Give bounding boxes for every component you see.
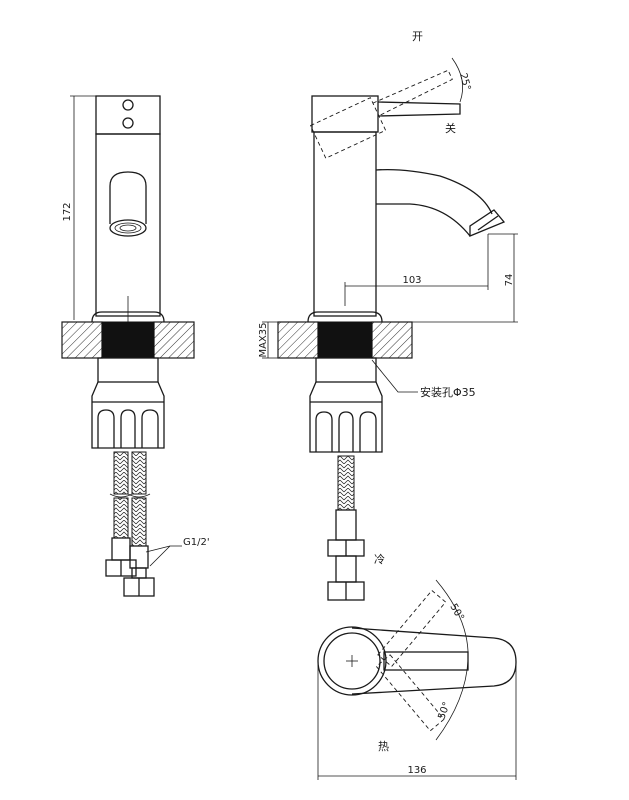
side-countertop-left [277,321,319,359]
side-mounting-nut [315,357,377,383]
side-fitting-upper [335,509,357,541]
side-fitting-lower [335,555,357,583]
hose-left-upper [113,451,129,495]
side-handle-block [311,95,379,133]
lever-cold-position [377,589,447,668]
front-view: 172 [61,95,210,597]
dim-74-label: 74 [504,274,515,287]
open-label: 开 [412,30,423,43]
hose-left-lower [113,497,129,539]
angle-arc-cold [435,579,469,661]
cold-label: 冷 [374,553,385,566]
close-label: 关 [445,121,456,135]
dim-103-label: 103 [402,275,421,286]
top-view: 冷 热 50° 50° 136 [317,553,517,780]
dim-136-label: 136 [407,765,426,776]
side-hose [337,455,355,511]
angle-arc-25 [451,57,464,103]
aerator [109,219,147,237]
side-base [307,311,383,323]
mounting-shank [101,321,155,359]
handle-open-position [309,69,453,159]
front-base [91,311,165,323]
side-shank [317,321,373,359]
angle-25-label: 25° [457,72,472,92]
angle-50-top-label: 50° [447,602,465,623]
dim-172-label: 172 [62,202,73,221]
thread-leader [149,545,182,567]
spout-upper [375,168,493,215]
lever-hot-position [375,654,445,732]
hot-label: 热 [378,740,389,753]
spout-outline [109,171,147,224]
hose-right-lower [131,497,147,547]
hose-right-upper [131,451,147,495]
thread-label: G1/2' [183,537,210,548]
countertop-right [153,321,195,359]
mounting-nut [97,357,159,383]
top-handle-circle [317,626,387,696]
angle-arc-hot [435,659,469,741]
spout-tip [469,209,506,237]
side-view: 25° 开 关 74 103 MAX35 安装孔Φ35 [258,30,518,601]
side-body [313,131,377,317]
side-countertop-right [371,321,413,359]
side-lever [377,101,461,117]
countertop-left [61,321,103,359]
max35-label: MAX35 [258,322,269,357]
fitting-left [111,537,131,561]
spout-lower [376,203,471,237]
install-hole-leader [371,359,418,393]
install-hole-label: 安装孔Φ35 [420,385,476,399]
